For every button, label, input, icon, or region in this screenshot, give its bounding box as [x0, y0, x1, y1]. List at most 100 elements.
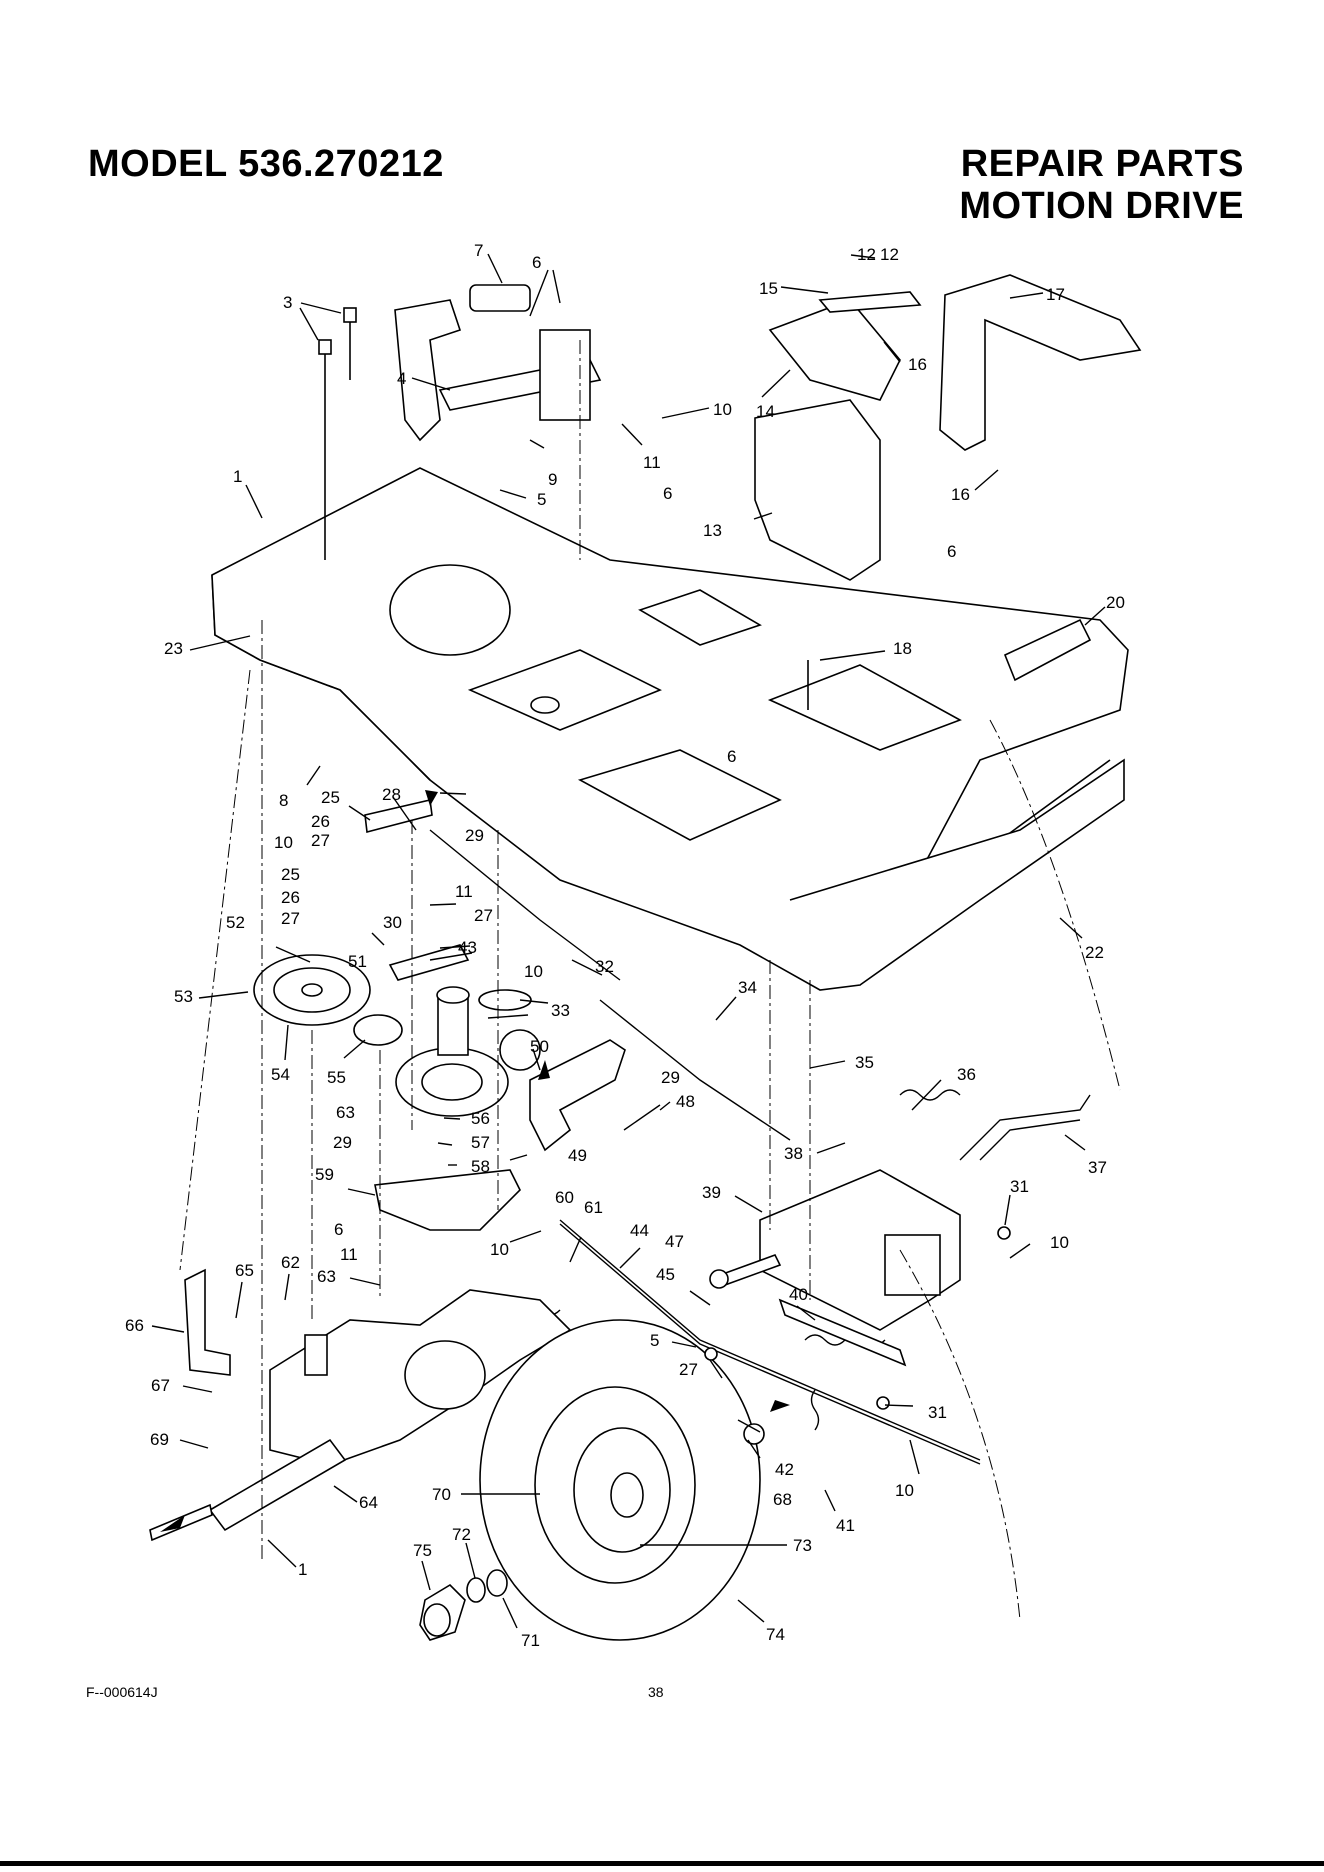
callout-30: 30: [383, 913, 402, 932]
callout-27-repeat-b: 27: [474, 906, 493, 925]
callout-11-repeat-a: 11: [455, 882, 473, 901]
callout-42: 42: [775, 1460, 794, 1479]
callout-10-repeat-b: 10: [524, 962, 543, 981]
callout-6-repeat-a: 6: [663, 484, 672, 503]
callout-73: 73: [793, 1536, 812, 1555]
callout-36: 36: [957, 1065, 976, 1084]
callout-28: 28: [382, 785, 401, 804]
callout-54: 54: [271, 1065, 290, 1084]
callout-63-repeat: 63: [336, 1103, 355, 1122]
section-title-line2: MOTION DRIVE: [959, 185, 1244, 227]
callout-70: 70: [432, 1485, 451, 1504]
callout-63: 63: [317, 1267, 336, 1286]
section-title-line1: REPAIR PARTS: [960, 143, 1244, 185]
callout-10: 10: [713, 400, 732, 419]
callout-18: 18: [893, 639, 912, 658]
callout-35: 35: [855, 1053, 874, 1072]
callout-53: 53: [174, 987, 193, 1006]
callout-4: 4: [397, 369, 406, 388]
callout-23: 23: [164, 639, 183, 658]
diagram-artwork: [149, 274, 1142, 1641]
callout-65: 65: [235, 1261, 254, 1280]
callout-39: 39: [702, 1183, 721, 1202]
callout-10-repeat-d: 10: [1050, 1233, 1069, 1252]
callout-5-repeat: 5: [650, 1331, 659, 1350]
callout-33: 33: [551, 1001, 570, 1020]
callout-31: 31: [1010, 1177, 1029, 1196]
callout-44: 44: [630, 1221, 649, 1240]
callout-56: 56: [471, 1109, 490, 1128]
callout-55: 55: [327, 1068, 346, 1087]
callout-64: 64: [359, 1493, 378, 1512]
callout-69: 69: [150, 1430, 169, 1449]
callout-43: 43: [458, 938, 477, 957]
callout-49: 49: [568, 1146, 587, 1165]
callout-16-repeat: 16: [951, 485, 970, 504]
callout-66: 66: [125, 1316, 144, 1335]
callout-37: 37: [1088, 1158, 1107, 1177]
bottom-rule: [0, 1861, 1324, 1866]
callout-61: 61: [584, 1198, 603, 1217]
callout-60: 60: [555, 1188, 574, 1207]
callout-27-repeat-a: 27: [281, 909, 300, 928]
callout-45: 45: [656, 1265, 675, 1284]
model-title: MODEL 536.270212: [88, 143, 444, 185]
callout-47: 47: [665, 1232, 684, 1251]
section-title: REPAIR PARTS MOTION DRIVE: [959, 143, 1244, 227]
callout-29-repeat-a: 29: [661, 1068, 680, 1087]
callout-57: 57: [471, 1133, 490, 1152]
callout-3: 3: [283, 293, 292, 312]
callout-10-repeat-e: 10: [895, 1481, 914, 1500]
callout-12: 12: [857, 245, 876, 264]
callout-6-repeat-b: 6: [947, 542, 956, 561]
callout-75: 75: [413, 1541, 432, 1560]
callout-11-repeat-b: 11: [340, 1245, 358, 1264]
callout-32: 32: [595, 957, 614, 976]
callout-71: 71: [521, 1631, 540, 1650]
callout-25-repeat: 25: [281, 865, 300, 884]
callout-6-repeat-c: 6: [727, 747, 736, 766]
callout-41: 41: [836, 1516, 855, 1535]
callout-6-repeat-d: 6: [334, 1220, 343, 1239]
callout-labels: 1 3 4 5 6 7 8 9 10 11 12 13 14 15 16 17 …: [125, 241, 1125, 1650]
callout-10-repeat-c: 10: [490, 1240, 509, 1259]
callout-13: 13: [703, 521, 722, 540]
callout-38: 38: [784, 1144, 803, 1163]
callout-12-repeat: 12: [880, 245, 899, 264]
callout-22: 22: [1085, 943, 1104, 962]
callout-67: 67: [151, 1376, 170, 1395]
callout-72: 72: [452, 1525, 471, 1544]
callout-29-repeat-b: 29: [333, 1133, 352, 1152]
callout-26-repeat: 26: [281, 888, 300, 907]
callout-6: 6: [532, 253, 541, 272]
callout-10-repeat-a: 10: [274, 833, 293, 852]
callout-52: 52: [226, 913, 245, 932]
callout-50: 50: [530, 1037, 549, 1056]
callout-5: 5: [537, 490, 546, 509]
callout-68: 68: [773, 1490, 792, 1509]
callout-48: 48: [676, 1092, 695, 1111]
page-number: 38: [648, 1684, 664, 1700]
callout-17: 17: [1046, 285, 1065, 304]
callout-11: 11: [643, 453, 661, 472]
callout-27-repeat-c: 27: [679, 1360, 698, 1379]
callout-40: 40: [789, 1285, 808, 1304]
callout-7: 7: [474, 241, 483, 260]
callout-26: 26: [311, 812, 330, 831]
callout-58: 58: [471, 1157, 490, 1176]
callout-34: 34: [738, 978, 757, 997]
leader-lines: [151, 253, 1106, 1629]
callout-14: 14: [756, 402, 775, 421]
callout-29: 29: [465, 826, 484, 845]
callout-20: 20: [1106, 593, 1125, 612]
callout-74: 74: [766, 1625, 785, 1644]
callout-51: 51: [348, 952, 367, 971]
callout-1-repeat: 1: [298, 1560, 307, 1579]
callout-59: 59: [315, 1165, 334, 1184]
callout-15: 15: [759, 279, 778, 298]
callout-25: 25: [321, 788, 340, 807]
callout-27: 27: [311, 831, 330, 850]
callout-31-repeat: 31: [928, 1403, 947, 1422]
callout-8: 8: [279, 791, 288, 810]
